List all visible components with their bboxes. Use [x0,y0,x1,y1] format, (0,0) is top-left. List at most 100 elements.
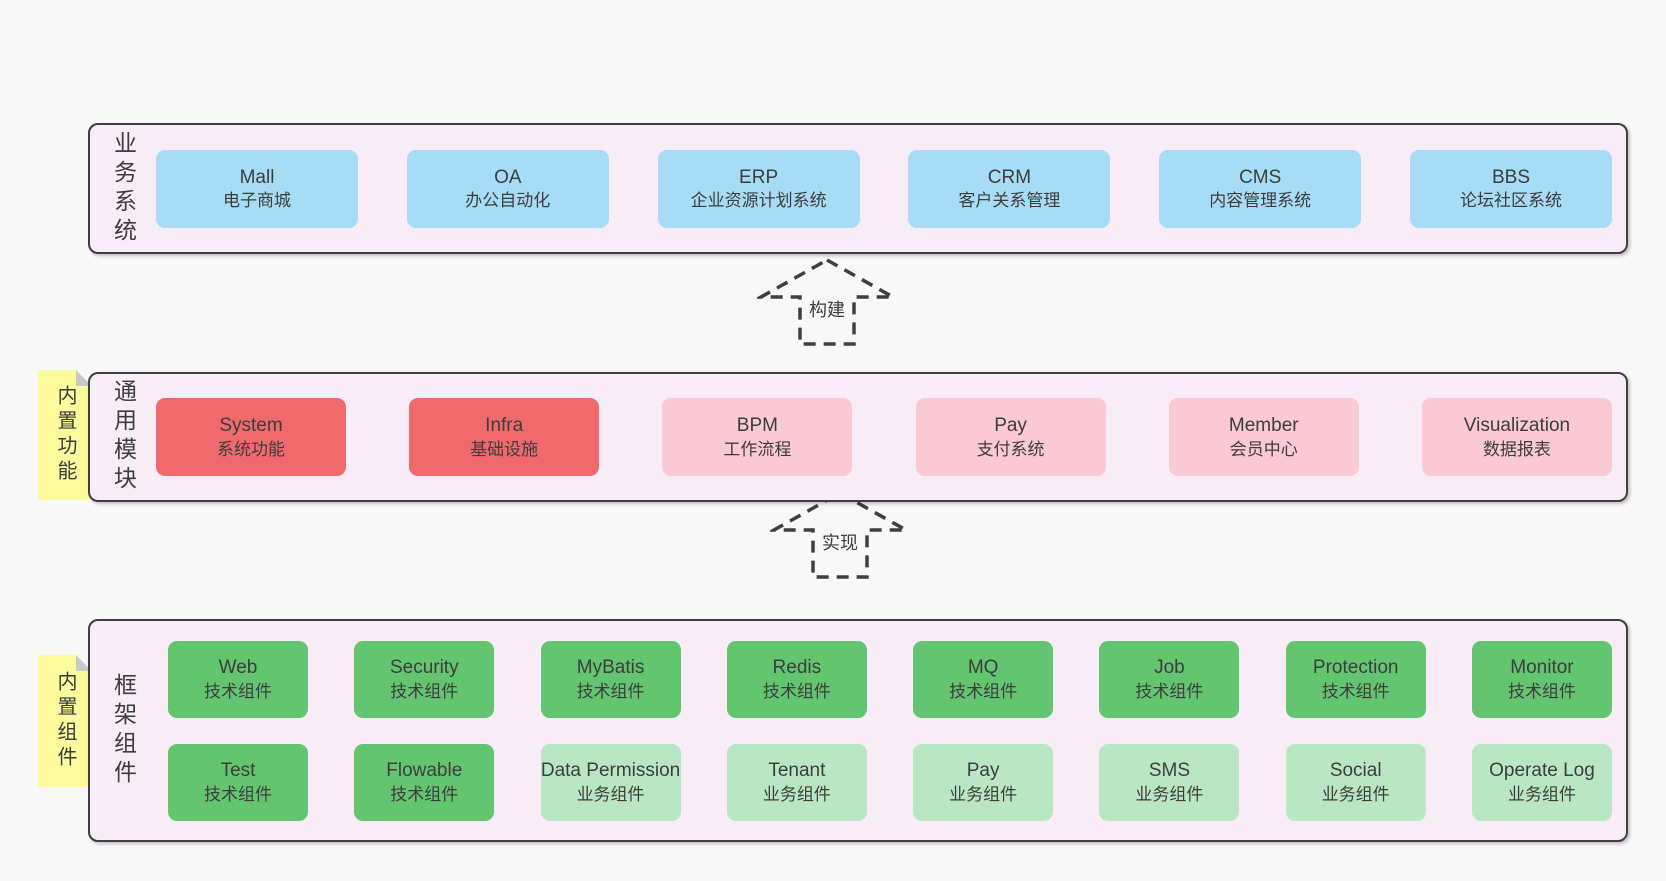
box-title: Security [389,657,459,678]
box-subtitle: 工作流程 [723,439,792,459]
box-monitor: Monitor 技术组件 [1471,640,1612,718]
box-title: Monitor [1510,657,1574,678]
box-title: Operate Log [1489,760,1595,781]
box-test: Test 技术组件 [168,743,308,821]
box-subtitle: 论坛社区系统 [1459,191,1562,211]
box-pay: Pay 支付系统 [915,398,1106,476]
arrow-implement-label: 实现 [819,529,861,555]
box-system: System 系统功能 [156,398,346,476]
box-subtitle: 电子商城 [223,191,291,211]
box-sms: SMS 业务组件 [1099,743,1240,821]
box-title: CMS [1239,166,1282,188]
box-title: Tenant [768,760,826,781]
box-subtitle: 会员中心 [1229,439,1298,459]
box-title: Flowable [386,760,463,781]
box-visualization: Visualization 数据报表 [1421,398,1612,476]
box-mall: Mall 电子商城 [156,149,358,228]
box-subtitle: 业务组件 [576,784,645,804]
box-title: MyBatis [576,657,645,678]
box-security: Security 技术组件 [354,640,495,718]
box-subtitle: 系统功能 [217,439,285,459]
box-subtitle: 基础设施 [470,439,539,459]
box-cms: CMS 内容管理系统 [1159,149,1362,228]
box-pay: Pay 业务组件 [913,743,1054,821]
band-label-business-systems: 业务系统 [110,130,137,247]
box-subtitle: 技术组件 [204,784,272,804]
box-member: Member 会员中心 [1168,398,1359,476]
box-subtitle: 业务组件 [1321,784,1390,804]
box-title: Data Permission [540,760,681,781]
box-title: SMS [1148,760,1190,781]
box-infra: Infra 基础设施 [409,398,600,476]
box-flowable: Flowable 技术组件 [354,743,495,821]
box-bpm: BPM 工作流程 [662,398,853,476]
box-subtitle: 客户关系管理 [958,191,1061,211]
box-job: Job 技术组件 [1099,640,1240,718]
box-subtitle: 技术组件 [1507,681,1576,701]
box-subtitle: 技术组件 [576,681,645,701]
box-subtitle: 技术组件 [1135,681,1204,701]
box-redis: Redis 技术组件 [726,640,867,718]
dashed-up-arrow-icon [757,257,897,346]
box-title: Protection [1312,657,1399,678]
box-data-permission: Data Permission 业务组件 [540,743,681,821]
arrow-build-label: 构建 [806,296,848,322]
box-subtitle: 内容管理系统 [1209,191,1312,211]
box-title: BBS [1491,166,1530,188]
box-operate-log: Operate Log 业务组件 [1471,743,1612,821]
sticky-note-built-in-features: 内置功能 [38,370,92,500]
sticky-note-label: 内置组件 [54,671,76,771]
box-subtitle: 业务组件 [949,784,1018,804]
box-title: System [219,415,283,436]
box-title: OA [494,166,522,188]
box-subtitle: 业务组件 [1135,784,1204,804]
box-web: Web 技术组件 [168,640,308,718]
box-title: Redis [772,657,822,678]
box-subtitle: 技术组件 [390,784,459,804]
box-subtitle: 企业资源计划系统 [690,191,827,211]
box-title: CRM [987,166,1032,188]
box-title: Infra [485,415,524,436]
box-subtitle: 技术组件 [949,681,1018,701]
box-protection: Protection 技术组件 [1285,640,1426,718]
arrow-up-build-icon: 构建 [757,256,897,348]
arrow-up-implement-icon: 实现 [770,489,910,581]
common-modules-row: System 系统功能 Infra 基础设施 BPM 工作流程 Pay 支付系统 Member 会… [156,398,1612,476]
box-title: Member [1228,415,1299,436]
box-title: Job [1154,657,1185,678]
box-mybatis: MyBatis 技术组件 [540,640,681,718]
sticky-note-label: 内置功能 [54,385,76,485]
box-title: BPM [736,415,778,436]
box-social: Social 业务组件 [1285,743,1426,821]
box-title: Pay [966,760,1000,781]
box-subtitle: 技术组件 [390,681,459,701]
box-tenant: Tenant 业务组件 [726,743,867,821]
dashed-up-arrow-icon [770,490,910,579]
band-label-framework-components: 框架组件 [110,672,137,789]
box-subtitle: 业务组件 [1507,784,1576,804]
box-subtitle: 技术组件 [204,681,272,701]
box-title: Test [220,760,256,781]
box-subtitle: 支付系统 [976,439,1045,459]
box-subtitle: 业务组件 [762,784,831,804]
box-title: Visualization [1463,415,1571,436]
box-title: Web [218,657,258,678]
box-subtitle: 数据报表 [1482,439,1551,459]
box-bbs: BBS 论坛社区系统 [1409,149,1612,228]
box-subtitle: 技术组件 [762,681,831,701]
box-subtitle: 技术组件 [1321,681,1390,701]
box-title: Social [1329,760,1382,781]
box-title: Pay [994,415,1027,436]
box-title: Mall [239,166,275,188]
